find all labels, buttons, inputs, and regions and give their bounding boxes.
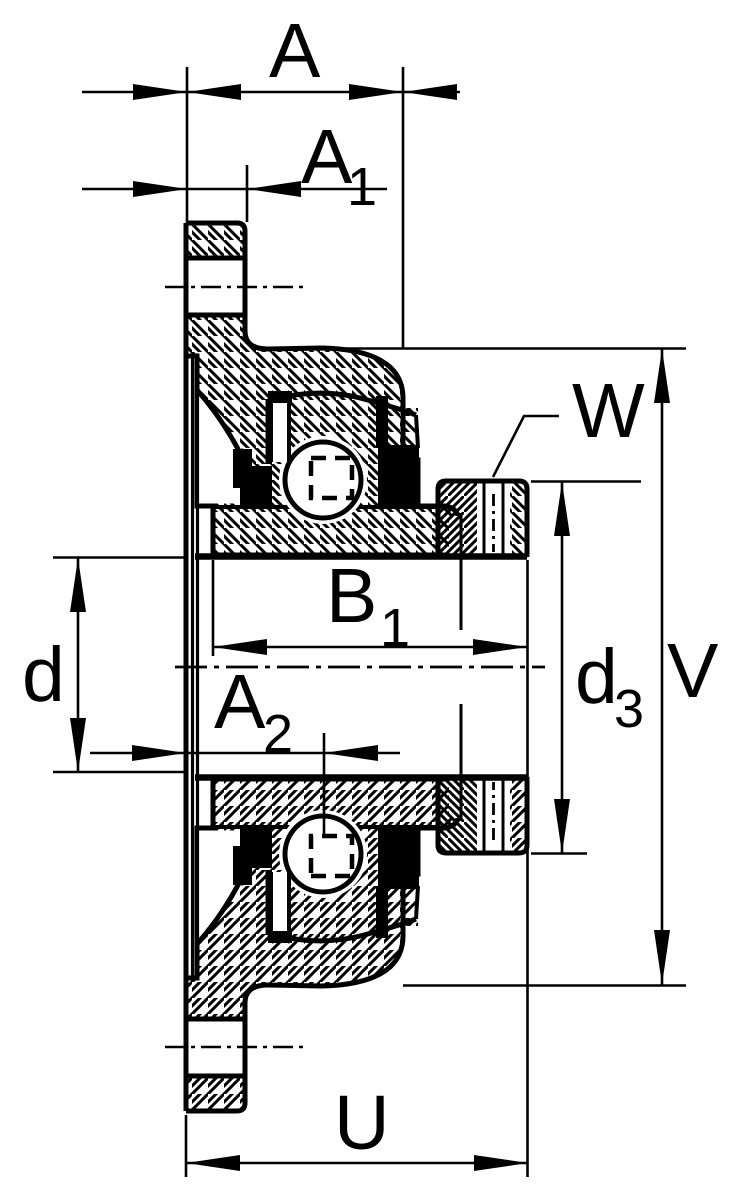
flange-recess-lines bbox=[190, 356, 200, 667]
dim-label-B1-sub: 1 bbox=[380, 598, 410, 658]
dim-label-A2-sub: 2 bbox=[263, 704, 293, 764]
ext-lines-v bbox=[315, 347, 686, 987]
dim-label-d: d bbox=[22, 632, 65, 718]
eccentric-locking-collar bbox=[435, 478, 530, 557]
flange-plate bbox=[165, 220, 307, 667]
cage-slot-edges bbox=[269, 398, 291, 462]
seal-right bbox=[378, 445, 419, 506]
dim-label-A1-sub: 1 bbox=[347, 157, 377, 217]
cage-tab bbox=[268, 391, 292, 403]
dim-label-A1: A bbox=[301, 114, 353, 200]
outer-ring-right-face bbox=[414, 414, 420, 449]
dim-label-U: U bbox=[334, 1080, 390, 1166]
dim-label-B1: B bbox=[326, 553, 377, 639]
dim-label-d3: d bbox=[575, 634, 618, 720]
dimension-lines bbox=[53, 67, 686, 1177]
bearing-ball bbox=[282, 439, 364, 521]
outer-ring-seat-seam bbox=[267, 390, 417, 418]
leader-line-W bbox=[491, 414, 559, 478]
ext-lines-d bbox=[53, 556, 184, 774]
seal-left bbox=[233, 449, 272, 506]
cage-bar bbox=[376, 396, 388, 448]
hidden-set-screw-outline bbox=[308, 455, 355, 501]
dim-label-A2: A bbox=[214, 659, 266, 745]
bearing-unit-upper-half-section bbox=[165, 220, 530, 667]
dim-label-V: V bbox=[667, 628, 719, 714]
ext-lines-d3 bbox=[531, 480, 641, 855]
collar-outline bbox=[435, 478, 530, 557]
dim-label-W: W bbox=[572, 368, 645, 454]
dim-label-d3-sub: 3 bbox=[614, 679, 644, 739]
cage-slot bbox=[271, 398, 289, 462]
dim-label-A: A bbox=[269, 8, 321, 94]
dimension-labels: A A 1 W B 1 d A 2 d 3 V U bbox=[22, 8, 719, 1166]
set-screw-body-lines bbox=[482, 482, 505, 556]
